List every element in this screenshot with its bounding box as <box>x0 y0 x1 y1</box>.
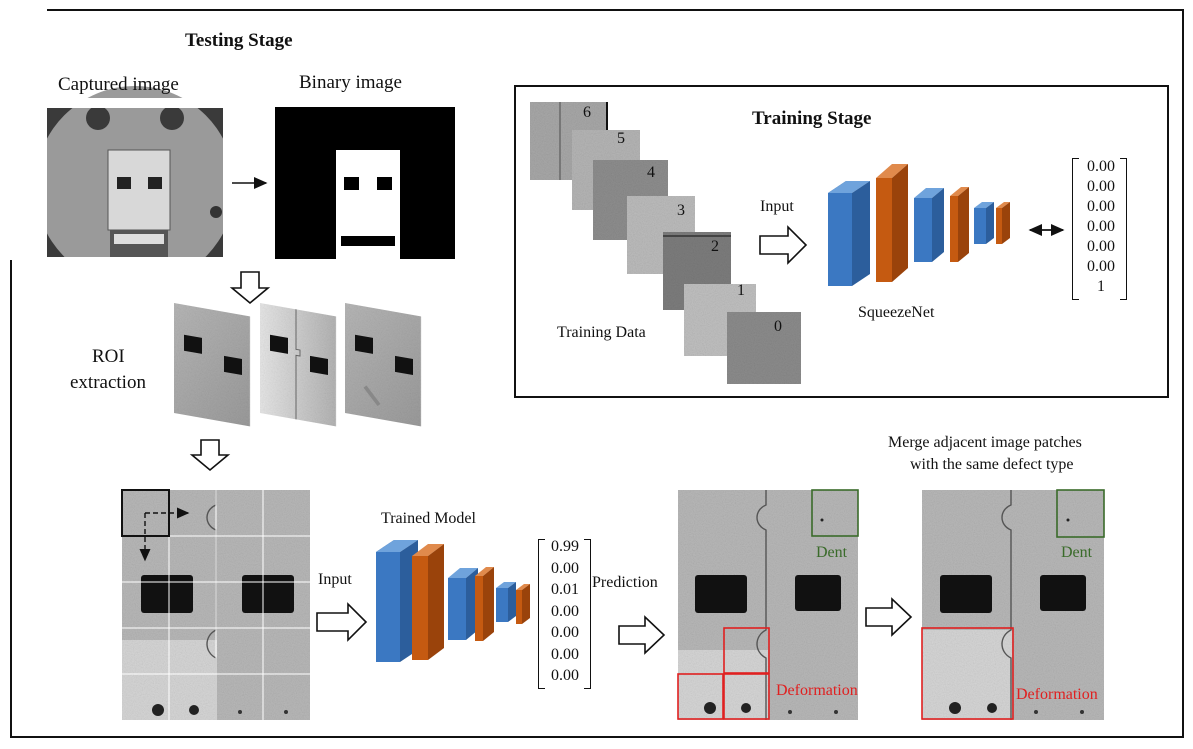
patch-number-2: 2 <box>711 238 719 255</box>
training-output-value: 0.00 <box>1087 258 1115 275</box>
bottom-output-value: 0.00 <box>551 645 579 663</box>
captured-image <box>35 86 235 286</box>
binary-image-label: Binary image <box>299 72 402 93</box>
bottom-output-value: 0.00 <box>551 624 579 641</box>
training-data-label: Training Data <box>557 324 646 341</box>
training-output-value: 0.00 <box>1087 238 1115 255</box>
trained-model-label: Trained Model <box>381 510 476 527</box>
outer-frame <box>10 9 1184 738</box>
bottom-vector-bracket-left <box>538 539 545 689</box>
testing-stage-title: Testing Stage <box>185 30 293 51</box>
roi-label-line2: extraction <box>70 372 146 393</box>
down-arrow-2 <box>189 439 231 472</box>
input-arrow-training <box>759 225 808 265</box>
merge-label-line1: Merge adjacent image patches <box>888 434 1082 451</box>
deformation-label-merged: Deformation <box>1016 686 1098 703</box>
bottom-output-value: 0.00 <box>551 667 579 684</box>
dent-label-predicted: Dent <box>816 544 848 561</box>
down-arrow-1 <box>229 271 271 305</box>
squeezenet-label: SqueezeNet <box>858 304 935 321</box>
merge-arrow <box>865 597 913 637</box>
predicted-image <box>677 489 859 720</box>
input-arrow-bottom <box>316 602 368 642</box>
prediction-label: Prediction <box>592 574 658 591</box>
training-output-value: 0.00 <box>1087 198 1115 215</box>
grid-roi-image <box>121 489 310 720</box>
training-stage-title: Training Stage <box>752 108 872 129</box>
patch-number-1: 1 <box>737 282 745 299</box>
training-output-value: 0.00 <box>1087 178 1115 195</box>
deformation-label-predicted: Deformation <box>776 682 858 699</box>
bottom-output-value: 0.00 <box>551 602 579 620</box>
training-input-label: Input <box>760 198 794 215</box>
patch-number-5: 5 <box>617 130 625 147</box>
captured-image-label: Captured image <box>58 74 179 95</box>
binary-image <box>275 107 455 259</box>
bottom-output-value: 0.99 <box>551 538 579 555</box>
training-output-vector: 0.00 0.00 0.00 0.00 0.00 0.00 1 <box>1076 157 1126 297</box>
roi-label-line1: ROI <box>92 346 125 367</box>
squeezenet-cnn <box>828 164 1010 286</box>
training-stage-box <box>514 85 1169 398</box>
training-output-value: 0.00 <box>1087 158 1115 175</box>
training-output-value: 1 <box>1097 278 1105 295</box>
training-output-value: 0.00 <box>1087 218 1115 235</box>
bottom-input-label: Input <box>318 571 352 588</box>
prediction-arrow <box>618 615 666 655</box>
bottom-output-value: 0.01 <box>551 581 579 598</box>
patch-number-6: 6 <box>583 104 591 121</box>
training-vector-bracket-right <box>1120 158 1127 300</box>
dent-label-merged: Dent <box>1061 544 1093 561</box>
bottom-output-vector: 0.99 0.00 0.01 0.00 0.00 0.00 0.00 <box>541 536 589 687</box>
patch-number-4: 4 <box>647 164 655 181</box>
trained-model-cnn <box>376 540 530 662</box>
roi-plates <box>174 303 421 427</box>
bottom-output-value: 0.00 <box>551 559 579 577</box>
training-data-stack <box>530 102 801 384</box>
patch-number-3: 3 <box>677 202 685 219</box>
merged-image <box>921 489 1105 720</box>
training-vector-bracket-left <box>1072 158 1079 300</box>
patch-number-0: 0 <box>774 318 782 335</box>
bottom-vector-bracket-right <box>584 539 591 689</box>
merge-label-line2: with the same defect type <box>910 456 1074 473</box>
